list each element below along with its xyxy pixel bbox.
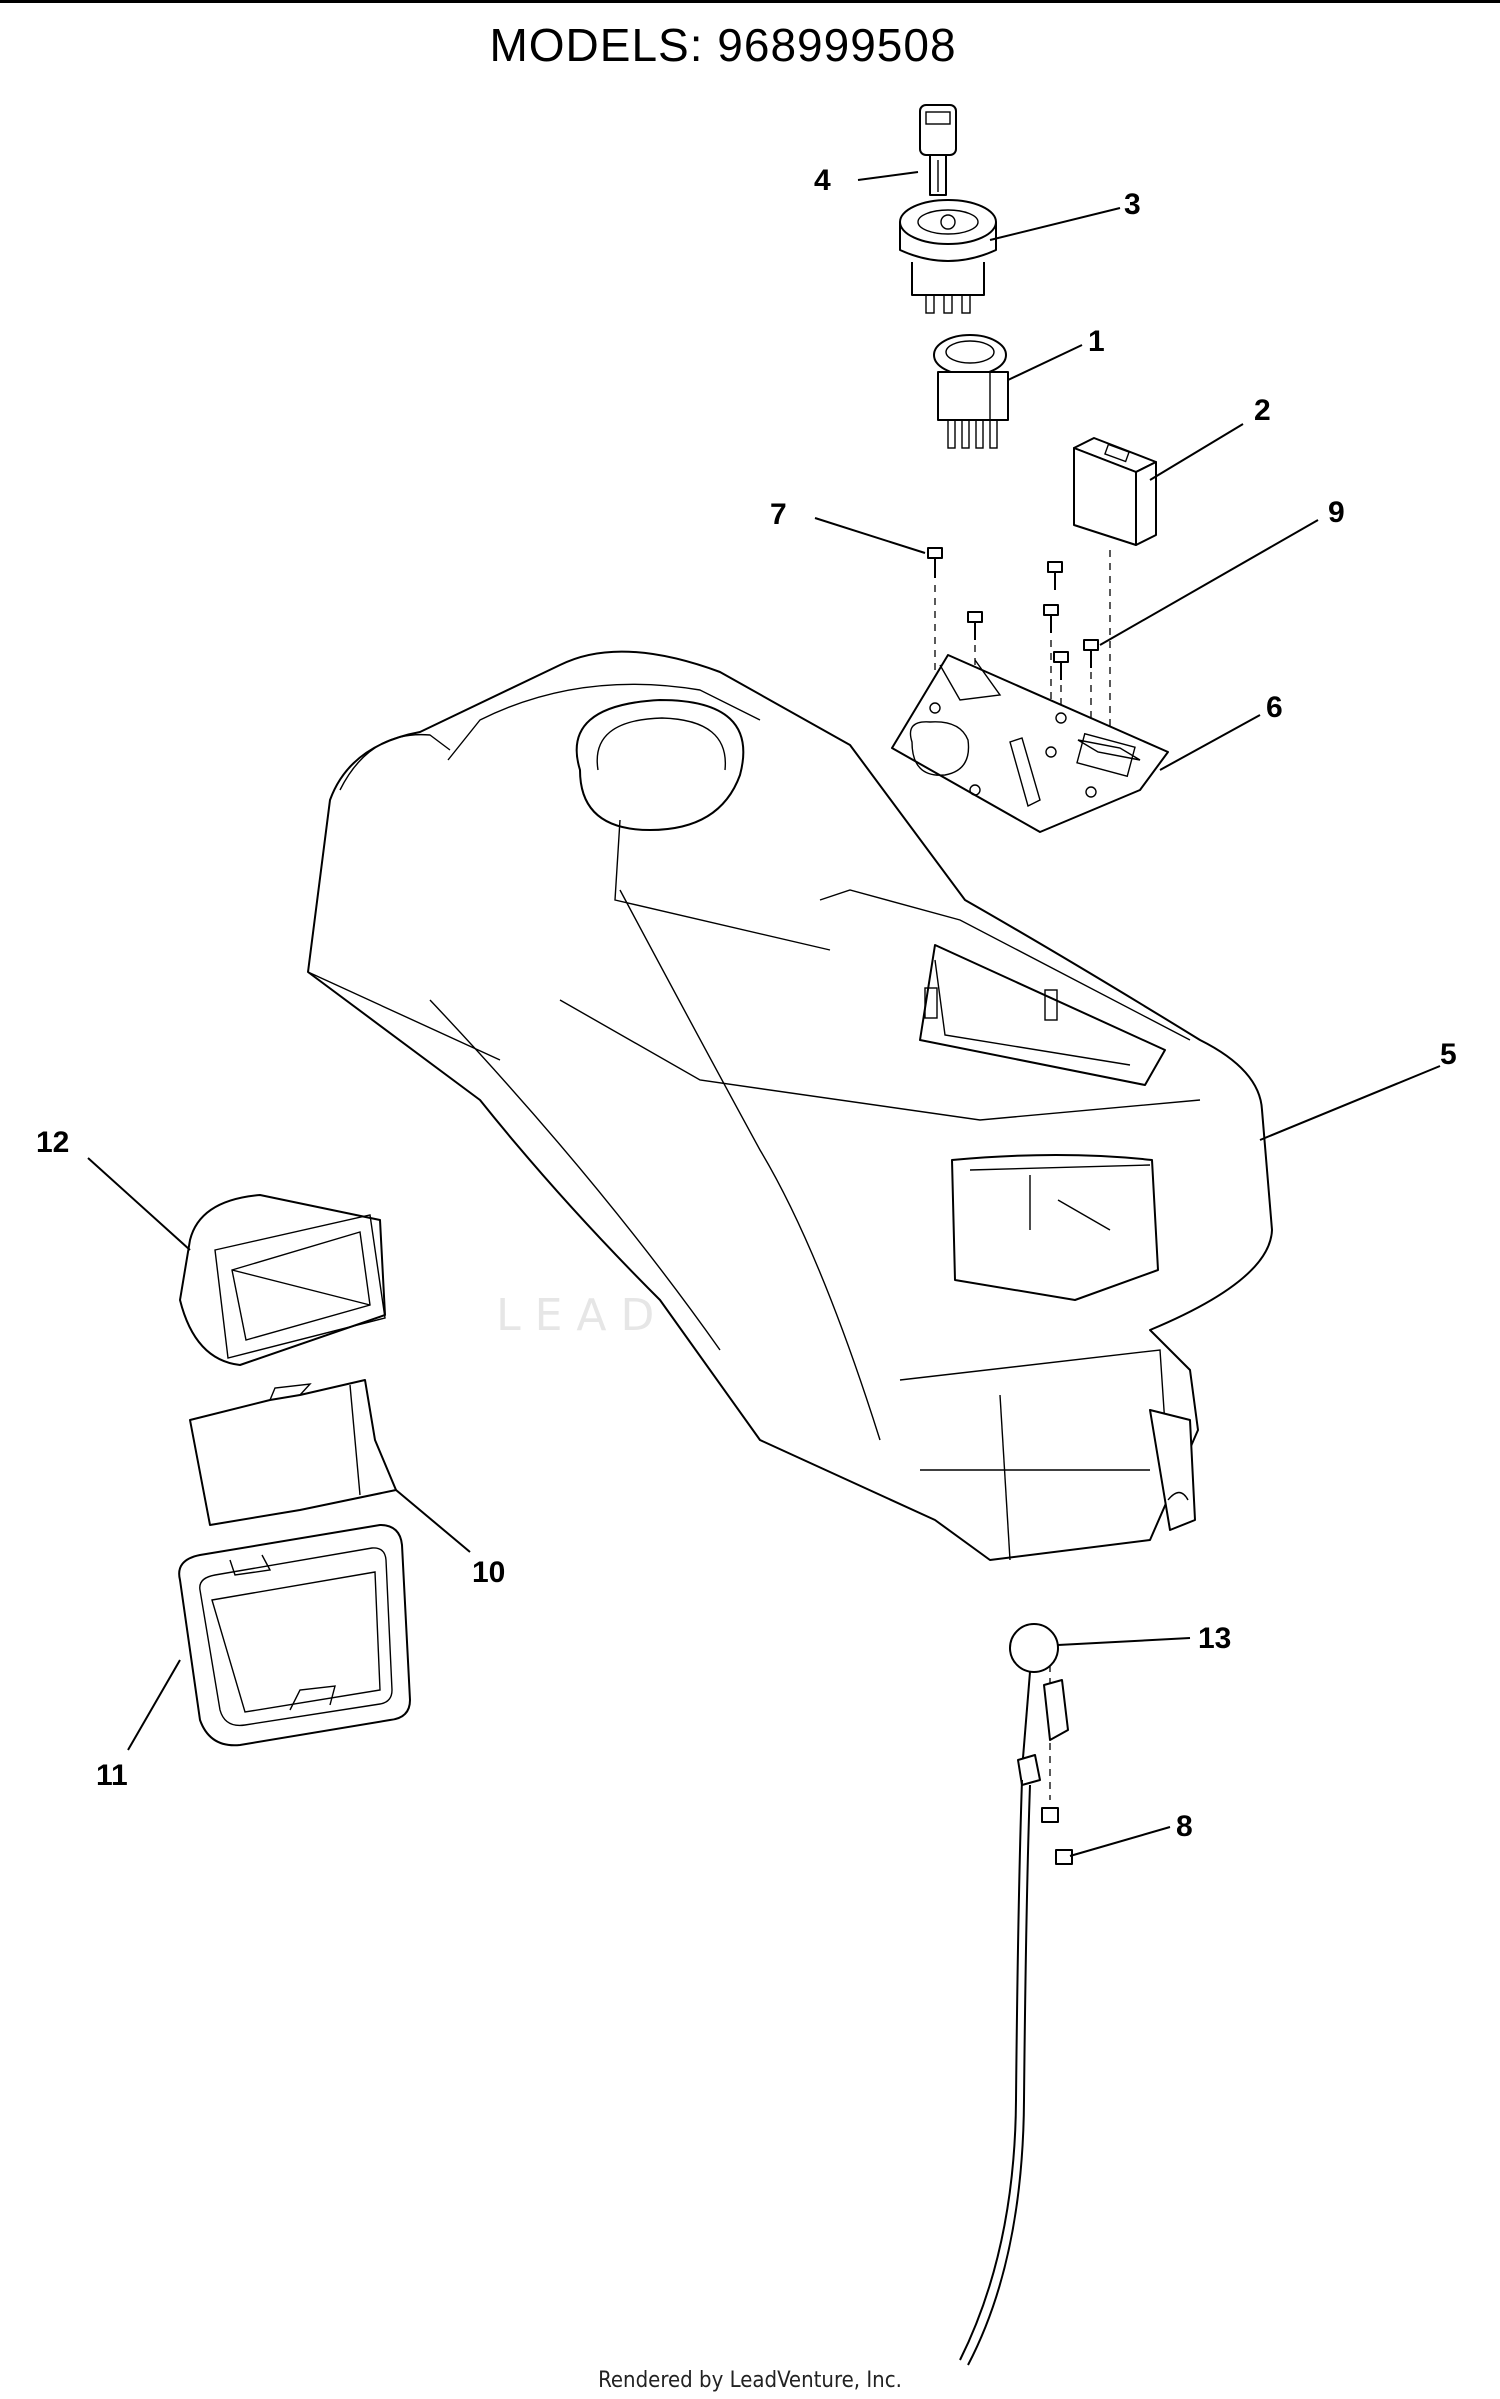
callout-2: 2 — [1254, 394, 1271, 427]
top-rule — [0, 0, 1500, 3]
callouts: 4 3 1 2 7 9 6 5 12 10 11 13 8 — [36, 164, 1457, 1843]
callout-8: 8 — [1176, 1810, 1193, 1843]
callout-13: 13 — [1198, 1622, 1231, 1655]
part-3-ignition-switch — [899, 199, 997, 314]
callout-11: 11 — [96, 1759, 128, 1792]
part-13-throttle — [959, 1623, 1073, 2366]
part-11-frame — [178, 1524, 411, 1747]
callout-12: 12 — [36, 1126, 69, 1159]
part-6-mounting-plate — [891, 654, 1169, 833]
callout-9: 9 — [1328, 496, 1345, 529]
part-5-console — [307, 650, 1273, 1561]
callout-6: 6 — [1266, 691, 1283, 724]
part-1-pto-switch — [933, 334, 1009, 449]
callout-7: 7 — [770, 498, 787, 531]
callout-1: 1 — [1088, 325, 1105, 358]
callout-10: 10 — [472, 1556, 505, 1589]
leader-lines — [87, 171, 1441, 1857]
screws — [927, 547, 1099, 680]
part-12-bezel — [179, 1194, 386, 1366]
callout-3: 3 — [1124, 188, 1141, 221]
part-4-key — [919, 104, 957, 196]
callout-4: 4 — [814, 164, 831, 197]
part-2-module — [1073, 437, 1157, 546]
callout-5: 5 — [1440, 1038, 1457, 1071]
footer-credit: Rendered by LeadVenture, Inc. — [598, 2368, 902, 2393]
part-10-lens — [189, 1379, 397, 1526]
page-title: MODELS: 968999508 — [489, 19, 957, 71]
